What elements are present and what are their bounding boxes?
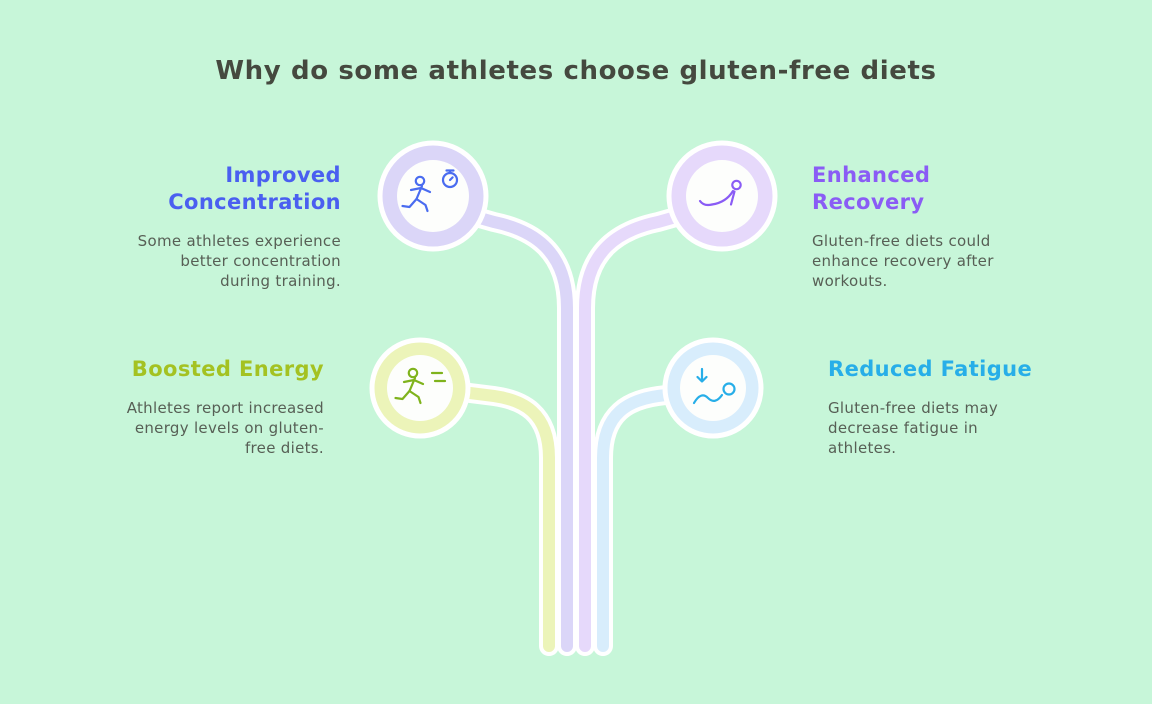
recovery-stretch-icon: [698, 179, 742, 207]
icon-disc-improved-concentration: [397, 160, 469, 232]
section-reduced-fatigue: Reduced Fatigue Gluten-free diets may de…: [828, 356, 1128, 459]
section-heading-boosted-energy: Boosted Energy: [131, 357, 324, 381]
icon-disc-enhanced-recovery: [686, 160, 758, 232]
energized-runner-icon: [394, 367, 447, 405]
section-improved-concentration: Improved Concentration Some athletes exp…: [40, 162, 341, 292]
icon-disc-boosted-energy: [387, 355, 453, 421]
tube-enhanced-recovery: [579, 207, 696, 652]
icon-disc-reduced-fatigue: [680, 355, 746, 421]
page-title: Why do some athletes choose gluten-free …: [215, 56, 937, 86]
fatigue-decrease-icon: [692, 367, 736, 405]
section-enhanced-recovery: Enhanced Recovery Gluten-free diets coul…: [812, 162, 1112, 292]
section-body-boosted-energy: Athletes report increased energy levels …: [126, 398, 324, 457]
tube-boosted-energy: [456, 386, 555, 652]
tube-reduced-fatigue: [597, 386, 696, 652]
runner-stopwatch-icon: [401, 169, 459, 213]
tube-improved-concentration: [456, 207, 573, 652]
section-body-improved-concentration: Some athletes experience better concentr…: [137, 231, 341, 290]
section-body-reduced-fatigue: Gluten-free diets may decrease fatigue i…: [828, 398, 999, 457]
section-heading-enhanced-recovery: Enhanced Recovery: [812, 163, 931, 214]
section-heading-reduced-fatigue: Reduced Fatigue: [828, 357, 1033, 381]
tube-outlines: [452, 203, 700, 656]
section-boosted-energy: Boosted Energy Athletes report increased…: [40, 356, 324, 459]
icon-discs: [387, 160, 758, 421]
tube-fills: [456, 207, 696, 652]
section-heading-improved-concentration: Improved Concentration: [168, 163, 341, 214]
section-body-enhanced-recovery: Gluten-free diets could enhance recovery…: [812, 231, 994, 290]
